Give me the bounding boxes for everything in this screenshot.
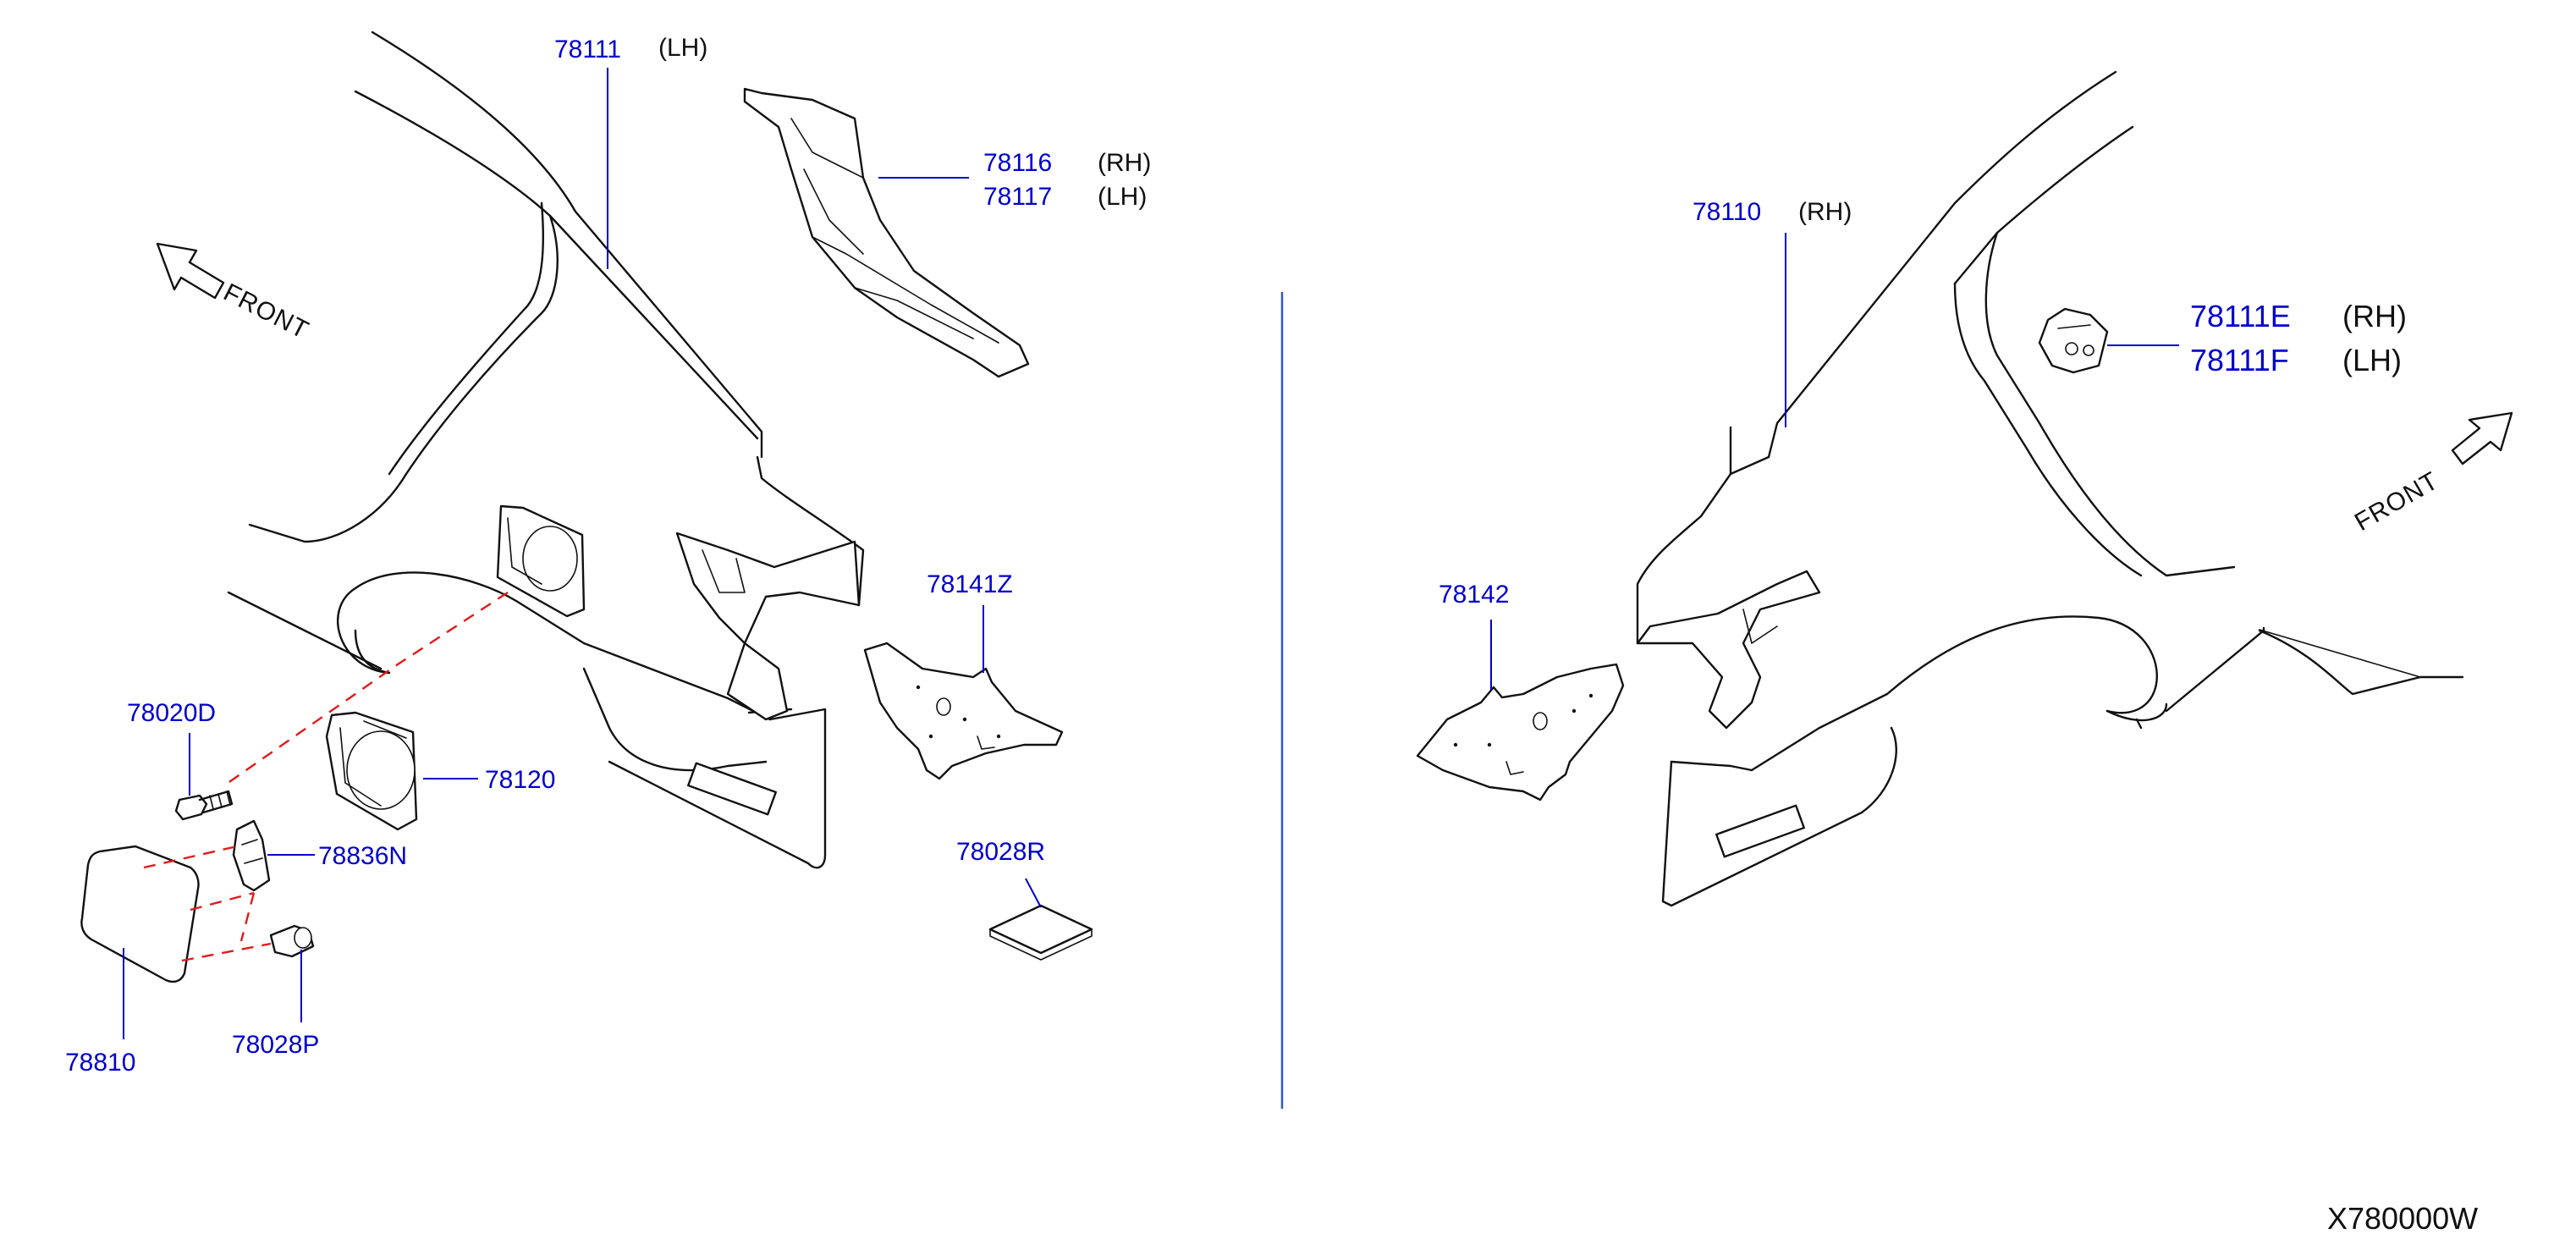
callout-78116-side: (RH): [1098, 149, 1151, 177]
callout-78836N: 78836N: [318, 842, 407, 870]
part-78020D-screw: [174, 790, 234, 821]
callout-78111: 78111: [554, 36, 621, 63]
callout-78111F: 78111F: [2190, 343, 2289, 377]
callout-78111-side: (LH): [658, 34, 707, 62]
callout-78116: 78116: [983, 149, 1052, 177]
part-78111EF-bracket: [2038, 307, 2109, 374]
callout-78141Z: 78141Z: [927, 570, 1013, 598]
assembly-dashed-lines: [143, 591, 509, 962]
part-78810-filler-lid: [80, 845, 200, 983]
part-78120-filler-base: [325, 711, 418, 831]
callout-78020D: 78020D: [127, 699, 216, 727]
front-label-left: FRONT: [219, 278, 314, 345]
callout-78111E-side: (RH): [2342, 299, 2407, 333]
callout-78120: 78120: [485, 766, 555, 794]
callout-78810: 78810: [65, 1049, 135, 1077]
callout-78142: 78142: [1439, 581, 1509, 609]
callout-78110-side: (RH): [1798, 198, 1852, 226]
part-78836N-hinge: [232, 819, 271, 892]
part-78028R-pad: [988, 904, 1093, 961]
quarter-panel-lh-body: [227, 30, 865, 869]
part-78028P-bumper: [269, 924, 315, 958]
callout-78110: 78110: [1693, 198, 1761, 226]
callout-78111E: 78111E: [2190, 299, 2291, 333]
filler-opening-in-body: [496, 504, 586, 618]
quarter-panel-rh-body: [1636, 70, 2464, 907]
left-view: FRONT 78111 (LH): [65, 30, 1151, 1077]
front-arrow-right: FRONT: [2350, 411, 2513, 537]
right-view: 78110 (RH) 78111E (RH) 78111F (LH) FRONT…: [1416, 70, 2513, 907]
front-arrow-left: FRONT: [156, 242, 314, 345]
part-78141Z-bracket: [863, 642, 1064, 780]
leader-78028R: [1025, 878, 1042, 908]
callout-78117-side: (LH): [1098, 183, 1147, 211]
part-78116-78117: [743, 87, 1030, 378]
diagram-code: X780000W: [2327, 1201, 2478, 1236]
part-78142-bracket: [1416, 663, 1625, 802]
callout-78028P: 78028P: [232, 1031, 319, 1059]
callout-78028R: 78028R: [956, 838, 1045, 866]
callout-78117: 78117: [983, 183, 1052, 211]
front-label-right: FRONT: [2350, 466, 2443, 537]
callout-78111F-side: (LH): [2342, 343, 2402, 377]
